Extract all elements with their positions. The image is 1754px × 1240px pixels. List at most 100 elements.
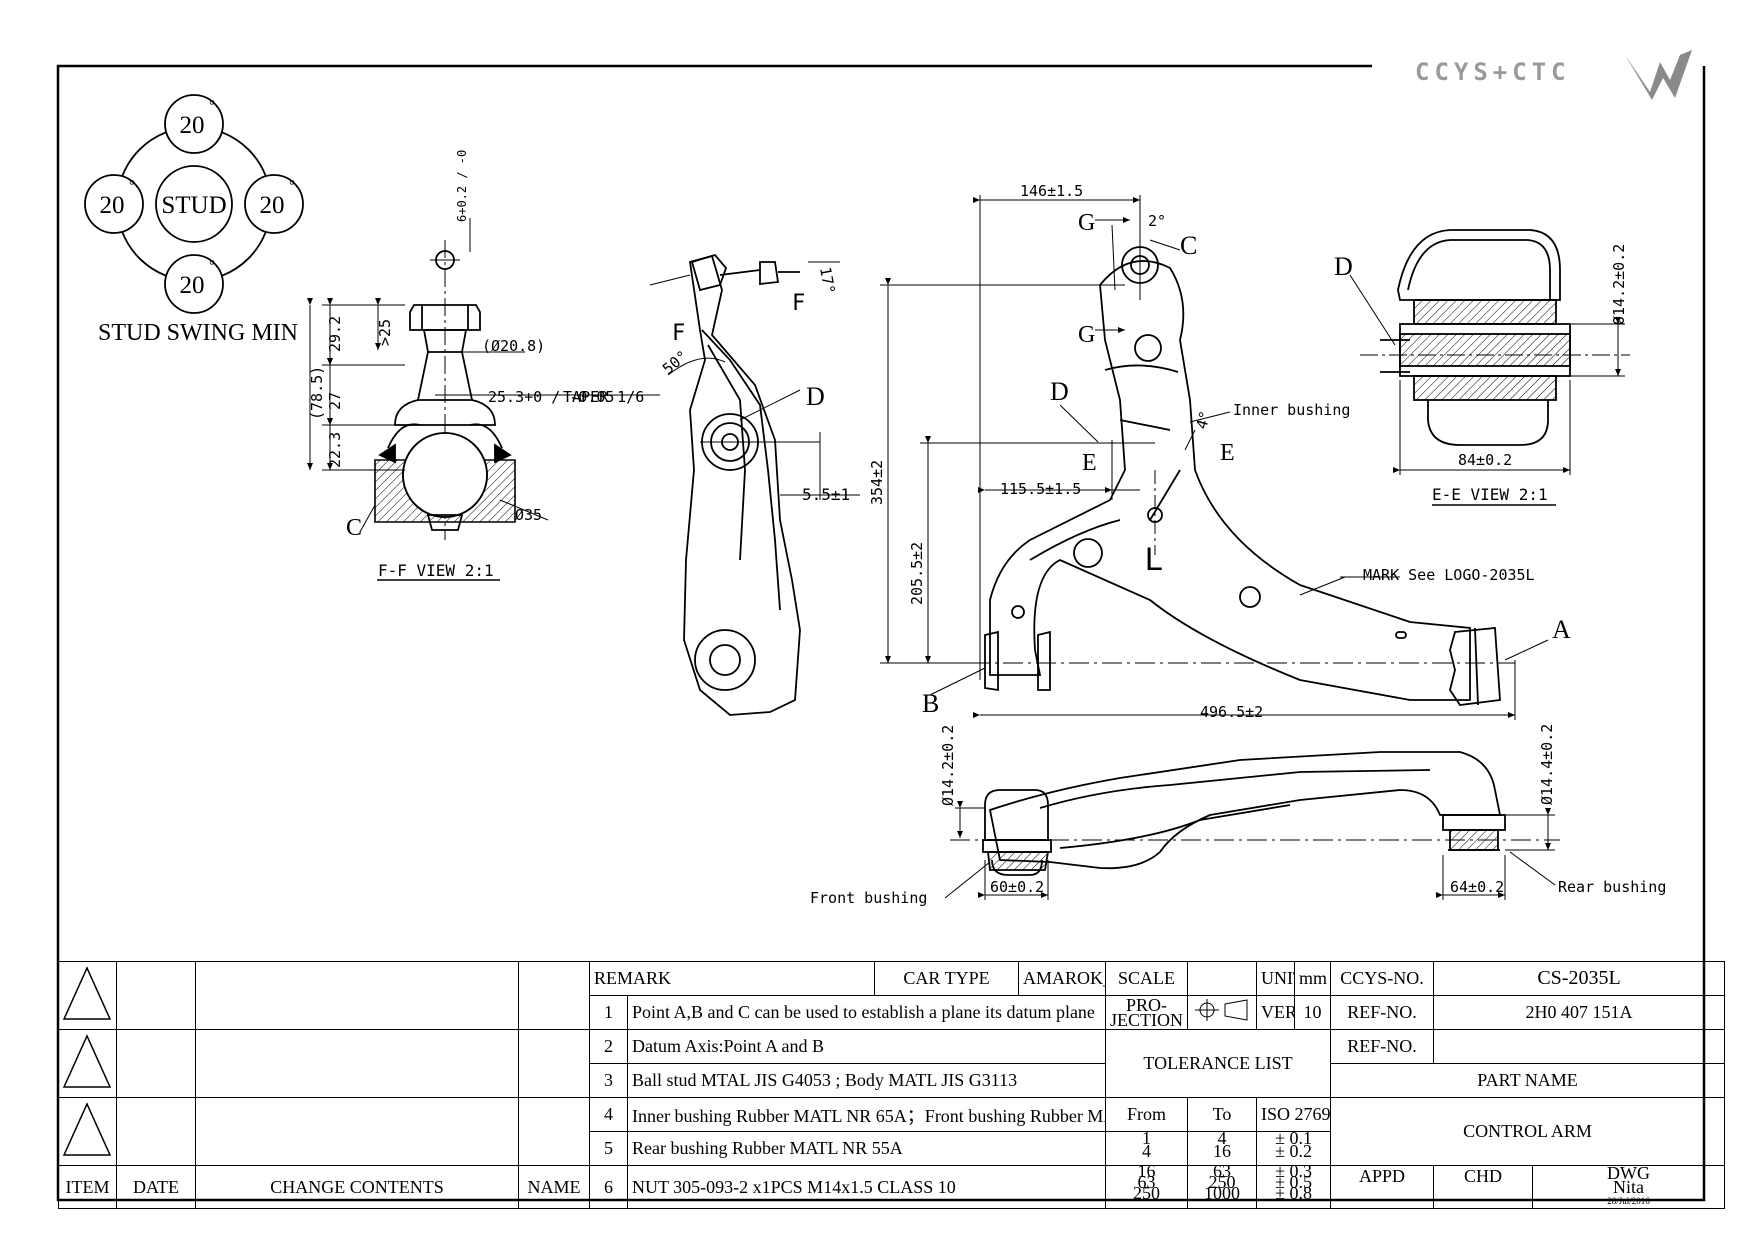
- rev-item-3: [58, 1097, 117, 1166]
- remark-text: Rear bushing Rubber MATL NR 55A: [626, 1131, 1107, 1166]
- front-view-arm: [950, 751, 1560, 876]
- remark-no: 2: [589, 1029, 628, 1064]
- unit-label: UNIT: [1256, 961, 1296, 996]
- tolerance-iso-col: ± 0.1± 0.2: [1256, 1131, 1332, 1166]
- side-dim-5-5: 5.5±1: [802, 485, 850, 504]
- title-block-table: REMARK CAR TYPE AMAROK_10- SCALE UNIT mm…: [58, 961, 1726, 1209]
- remark-header: REMARK: [588, 961, 876, 996]
- tolerance-header-to: To: [1187, 1097, 1258, 1132]
- remark-no: 6: [589, 1165, 628, 1209]
- projection-label: PRO- JECTION: [1105, 995, 1189, 1030]
- projection-symbol-icon: [1187, 995, 1258, 1030]
- unit-value: mm: [1294, 961, 1332, 996]
- brand-text: CCYS+CTC: [1415, 58, 1571, 86]
- front-view-dims: [944, 801, 1556, 900]
- top-view-dims: [880, 195, 1549, 720]
- rev-header-date: DATE: [116, 1165, 196, 1209]
- front-bushing-label: Front bushing: [810, 889, 927, 907]
- rev-header-name: NAME: [518, 1165, 590, 1209]
- drawn-by: Nita: [1613, 1177, 1645, 1197]
- brand-logo: CCYS+CTC: [1415, 50, 1692, 100]
- ref-no-value-2: [1433, 1029, 1726, 1064]
- side-angle-50: 50°: [659, 347, 691, 378]
- dwg-label: DWG: [1607, 1165, 1651, 1183]
- remark-no: 4: [589, 1097, 628, 1132]
- point-a-label: A: [1552, 615, 1571, 644]
- remark-no: 5: [589, 1131, 628, 1166]
- ccys-no-value: CS-2035L: [1433, 961, 1726, 996]
- taper-label: TAPER 1/6: [563, 388, 644, 406]
- swing-angle-right: 20: [260, 192, 285, 219]
- ff-view-section: [374, 240, 516, 540]
- swing-title: STUD SWING MIN: [98, 320, 298, 346]
- ref-no-value: 2H0 407 151A: [1433, 995, 1726, 1030]
- part-name: CONTROL ARM: [1330, 1097, 1726, 1166]
- label-e1: E: [1082, 450, 1097, 476]
- swing-angle-bottom: 20: [180, 272, 205, 299]
- car-type-label: CAR TYPE: [874, 961, 1020, 996]
- ff-view-dims: [307, 218, 660, 581]
- tolerance-iso-col-2: ± 0.3± 0.5± 0.8: [1256, 1165, 1332, 1209]
- remark-text: Point A,B and C can be used to establish…: [626, 995, 1107, 1030]
- deg-symbol: °: [129, 178, 135, 194]
- fv-dim-60: 60±0.2: [990, 878, 1044, 896]
- tolerance-title: TOLERANCE LIST: [1105, 1029, 1332, 1098]
- ccys-no-label: CCYS-NO.: [1330, 961, 1435, 996]
- side-angle-17: 17°: [816, 266, 838, 296]
- ee-view-dims: [1349, 274, 1625, 506]
- car-type-value: AMAROK_10-: [1018, 961, 1107, 996]
- side-label-f2: F: [672, 321, 685, 346]
- appd-label: APPD: [1330, 1165, 1435, 1209]
- label-e2: E: [1220, 440, 1235, 466]
- ref-no-label: REF-NO.: [1330, 995, 1435, 1030]
- dim-6: 6+0.2 / -0: [455, 150, 469, 222]
- point-c-label: C: [346, 515, 362, 541]
- dim-2deg: 2°: [1148, 212, 1166, 230]
- title-block: REMARK CAR TYPE AMAROK_10- SCALE UNIT mm…: [58, 961, 1726, 1209]
- tolerance-header-iso: ISO 2769m: [1256, 1097, 1332, 1132]
- ee-view-title: E-E VIEW 2:1: [1432, 485, 1548, 504]
- deg-symbol: °: [209, 98, 215, 114]
- deg-symbol: °: [209, 258, 215, 274]
- ver-label: VER.: [1256, 995, 1296, 1030]
- dim-25: >25: [376, 319, 394, 346]
- stud-label: STUD: [161, 192, 226, 219]
- side-view-arm: [649, 253, 860, 716]
- dim-205-5: 205.5±2: [908, 542, 926, 605]
- dim-25-3: 25.3+0 / -0.05: [488, 388, 614, 406]
- remark-text: NUT 305-093-2 x1PCS M14x1.5 CLASS 10: [626, 1165, 1107, 1209]
- remark-text: Ball stud MTAL JIS G4053 ; Body MATL JIS…: [626, 1063, 1107, 1098]
- stud-swing-diagram: [84, 94, 304, 314]
- rev-item-2: [58, 1029, 117, 1098]
- side-marking-l: L: [1145, 541, 1163, 577]
- dim-27: 27: [326, 392, 344, 410]
- remark-no: 3: [589, 1063, 628, 1098]
- ee-dim-d14-2: Ø14.2±0.2: [1610, 244, 1628, 325]
- inner-bushing-label: Inner bushing: [1233, 401, 1350, 419]
- remark-text: Datum Axis:Point A and B: [626, 1029, 1107, 1064]
- brand-mark-icon: [1625, 50, 1692, 100]
- dim-354: 354±2: [868, 460, 886, 505]
- rear-bushing-label: Rear bushing: [1558, 878, 1666, 896]
- rev-header-change: CHANGE CONTENTS: [195, 1165, 519, 1209]
- dim-146: 146±1.5: [1020, 182, 1083, 200]
- remark-text: Inner bushing Rubber MATL NR 65A；Front b…: [626, 1097, 1107, 1132]
- dim-22-3: 22.3: [326, 432, 344, 468]
- mark-note: MARK See LOGO-2035L: [1363, 566, 1535, 584]
- point-b-label: B: [922, 689, 939, 718]
- dim-d35: Ø35: [515, 506, 542, 524]
- dim-29-2: 29.2: [326, 316, 344, 352]
- label-g2: G: [1078, 322, 1095, 348]
- label-c: C: [1180, 231, 1197, 260]
- dim-496-5: 496.5±2: [1200, 703, 1263, 721]
- side-label-f1: F: [792, 291, 805, 316]
- scale-label: SCALE: [1105, 961, 1189, 996]
- ee-dim-84: 84±0.2: [1458, 451, 1512, 469]
- part-name-label: PART NAME: [1330, 1063, 1726, 1098]
- swing-angle-left: 20: [100, 192, 125, 219]
